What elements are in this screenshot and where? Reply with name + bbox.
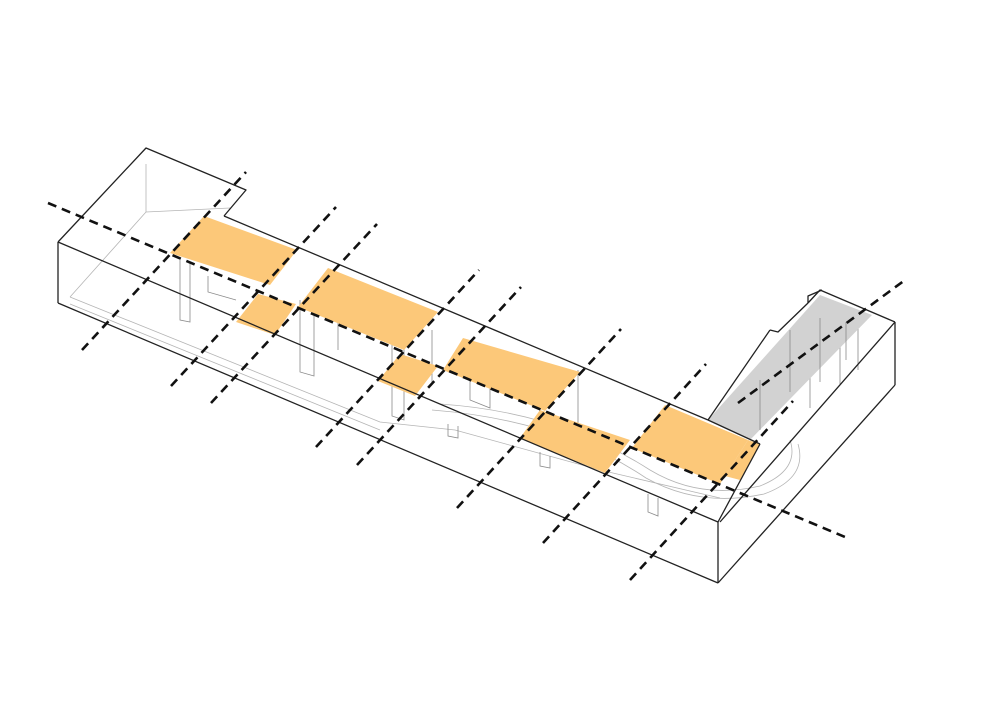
highlight-zone xyxy=(520,410,630,473)
grid-line-longitudinal xyxy=(47,201,846,539)
highlight-zones xyxy=(170,216,760,484)
highlight-zone xyxy=(298,268,438,350)
highlight-zone xyxy=(236,294,296,335)
grid-line-transverse xyxy=(356,286,522,466)
highlight-zone xyxy=(632,405,748,484)
highlight-zone xyxy=(170,216,297,285)
highlight-zone xyxy=(725,440,760,480)
grid-line-transverse xyxy=(737,278,906,405)
building-outline xyxy=(57,147,896,584)
grid-lines xyxy=(47,171,906,581)
grid-line-transverse xyxy=(81,171,247,351)
highlight-zone xyxy=(378,354,438,396)
grid-line-transverse xyxy=(456,328,622,509)
grid-line-transverse xyxy=(629,400,794,581)
service-zone-partitions xyxy=(759,318,847,430)
grid-line-transverse xyxy=(542,363,707,544)
grid-line-transverse xyxy=(210,223,378,404)
highlight-zone xyxy=(443,338,580,411)
grid-line-transverse xyxy=(315,269,480,448)
grid-line-transverse xyxy=(170,206,337,387)
